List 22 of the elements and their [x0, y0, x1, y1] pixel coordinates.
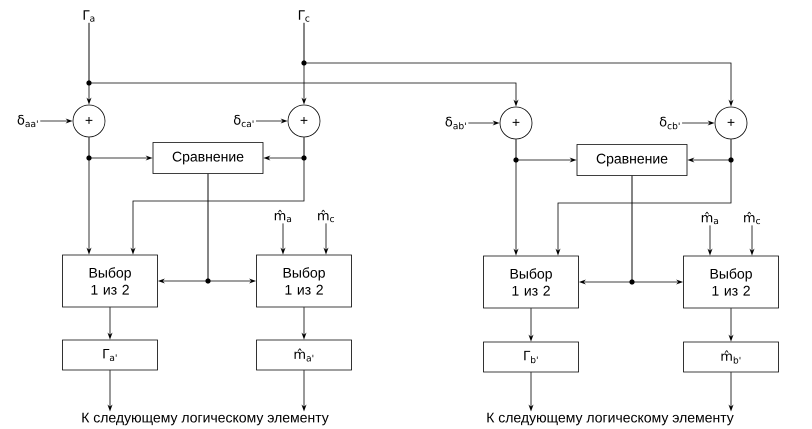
symbol-label: Γ$_{a}$: [84, 10, 94, 22]
output-box: Γ$_{a'}$: [62, 340, 158, 370]
caption-text: К следующему логическому элементу: [82, 412, 329, 426]
output-box: Γ$_{b'}$: [483, 342, 579, 372]
symbol-label: δ$_{ca'}$: [234, 114, 254, 128]
selector-box: Выбор 1 из 2: [256, 254, 352, 308]
output-box: m̂$_{b'}$: [683, 342, 779, 372]
output-box: m̂$_{a'}$: [256, 340, 352, 370]
symbol-label: δ$_{ab'}$: [446, 116, 466, 130]
comparator-box: Сравнение: [576, 144, 688, 176]
comparator-box: Сравнение: [152, 142, 264, 174]
symbol-label: Γ$_{c}$: [298, 10, 310, 22]
symbol-label: δ$_{cb'}$: [660, 116, 680, 130]
symbol-label: m̂$_{a}$: [274, 210, 292, 222]
selector-box: Выбор 1 из 2: [62, 254, 158, 308]
selector-box: Выбор 1 из 2: [683, 256, 779, 308]
symbol-label: δ$_{aa'}$: [18, 114, 38, 128]
symbol-label: m̂$_{c}$: [318, 210, 334, 222]
selector-box: Выбор 1 из 2: [483, 256, 579, 308]
symbol-label: m̂$_{c}$: [744, 212, 760, 224]
symbol-label: m̂$_{a}$: [702, 212, 718, 224]
caption-text: К следующему логическому элементу: [487, 412, 734, 426]
